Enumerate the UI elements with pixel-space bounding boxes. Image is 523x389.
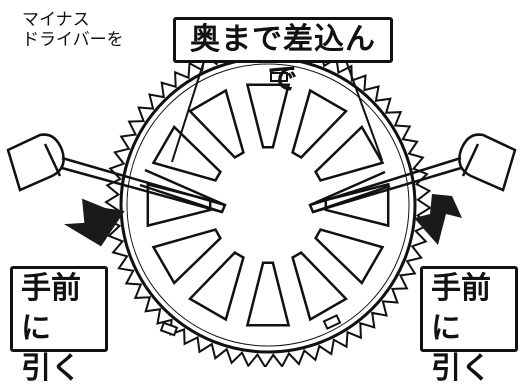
wheel-spoke [314, 228, 385, 286]
wheel-cover-diagram [6, 41, 517, 367]
tire-icon [104, 41, 432, 367]
left-callout-line2: 引く [21, 351, 81, 386]
right-callout-line1: 手前に [431, 271, 491, 346]
wheel-spoke [314, 124, 385, 182]
wheel-spoke [187, 251, 245, 322]
tool-label: マイナス ドライバーを [22, 10, 124, 50]
wheel-spoke [151, 228, 222, 286]
wheel-spoke [245, 83, 291, 149]
wheel-spoke [187, 88, 245, 159]
instruction-box: 奥まで差込んで [173, 17, 393, 97]
wheel-spoke [291, 251, 349, 322]
left-callout-line1: 手前に [21, 271, 81, 346]
instruction-text: 奥まで差込んで [190, 22, 376, 97]
wheel-spoke [291, 88, 349, 159]
wheel-spoke [245, 261, 291, 327]
wheel-cover-icon [119, 56, 417, 354]
right-callout-line2: 引く [431, 351, 491, 386]
tool-label-line1: マイナス [22, 10, 90, 30]
wheel-spoke [151, 124, 222, 182]
pull-arrow-icon [64, 194, 462, 247]
left-callout: 手前に 引く [10, 266, 108, 386]
tool-label-line2: ドライバーを [22, 30, 124, 50]
screwdriver-icon [6, 133, 517, 214]
right-callout: 手前に 引く [420, 266, 518, 386]
